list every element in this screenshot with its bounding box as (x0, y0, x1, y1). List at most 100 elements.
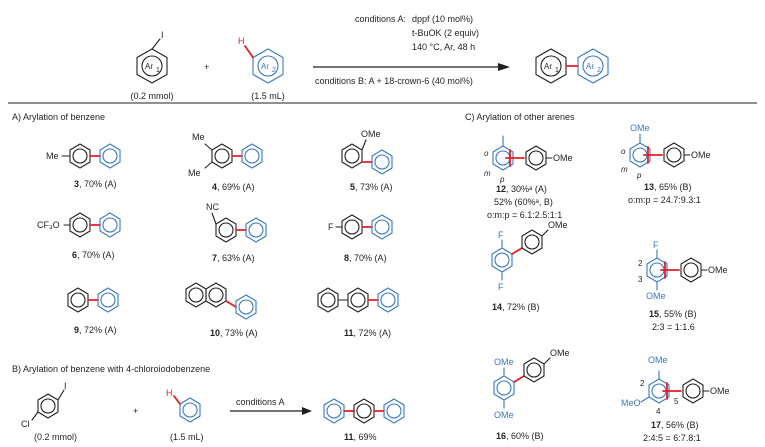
c7-nc: NC (206, 202, 219, 212)
c16-ome3: OMe (550, 348, 570, 358)
c8-yield: , 70% (A) (349, 253, 387, 263)
svg-text:10, 73% (A): 10, 73% (A) (210, 328, 258, 338)
svg-text:4, 69% (A): 4, 69% (A) (212, 182, 255, 192)
cond-b: conditions B: A + 18-crown-6 (40 mol%) (315, 76, 473, 86)
product-ar1: Ar (544, 62, 552, 71)
c11-num: 11 (344, 328, 354, 338)
c6-num: 6 (72, 250, 77, 260)
svg-text:15, 55% (B): 15, 55% (B) (649, 309, 697, 319)
svg-text:17, 56% (B): 17, 56% (B) (651, 420, 699, 430)
cond-a-line3: 140 °C, Ar, 48 h (412, 42, 475, 52)
c16-num: 16 (496, 431, 506, 441)
c15-f: F (653, 240, 659, 250)
c10-num: 10 (210, 328, 220, 338)
product-ar2: Ar (586, 62, 594, 71)
c9-yield: , 72% (A) (79, 325, 117, 335)
c13-l2: o:m:p = 24.7:9.3:1 (628, 195, 701, 205)
iodo-label: I (161, 30, 164, 40)
ar2-sub: 2 (272, 67, 276, 74)
c3-num: 3 (74, 179, 79, 189)
compound-5: OMe 5, 73% (A) (341, 129, 393, 192)
c12-p: p (499, 175, 505, 184)
c4-me1: Me (192, 132, 205, 142)
c14-f2: F (498, 282, 504, 292)
header-product: Ar 1 Ar 2 (535, 48, 609, 84)
ar2-label: Ar (261, 62, 269, 71)
c16-ome2: OMe (494, 410, 514, 420)
svg-text:5, 73% (A): 5, 73% (A) (350, 182, 393, 192)
c15-2: 2 (638, 259, 643, 268)
header-reagent-aryl-iodide: I Ar 1 (0.2 mmol) (130, 30, 173, 101)
c12-num: 12 (496, 184, 506, 194)
c8-num: 8 (344, 253, 349, 263)
compound-12: o m p OMe 12, 30%ᵃ (A) 52% (60%ᵃ, B) o:m… (484, 135, 573, 220)
c13-ome: OMe (630, 123, 650, 133)
c13-m: m (621, 165, 628, 174)
section-b-arrow: conditions A (230, 397, 312, 415)
c15-ome: OMe (646, 291, 666, 301)
compound-9: 9, 72% (A) (67, 287, 119, 335)
svg-text:7, 63% (A): 7, 63% (A) (212, 253, 255, 263)
c5-ome: OMe (361, 129, 381, 139)
c13-o: o (621, 147, 626, 156)
b-product-num: 11 (344, 432, 354, 442)
compound-14: F F OMe 14, 72% (B) (491, 220, 568, 312)
compound-6: CF₃O 6, 70% (A) (37, 212, 121, 260)
svg-text:14, 72% (B): 14, 72% (B) (492, 302, 540, 312)
c6-ocf3: CF₃O (37, 220, 60, 230)
c11-yield: , 72% (A) (354, 328, 392, 338)
c7-yield: , 63% (A) (217, 253, 255, 263)
compound-13: OMe o m p OMe 13, 65% (B) o:m:p = 24.7:9… (621, 123, 711, 205)
c15-ome2: OMe (708, 265, 728, 275)
plus-sign: + (204, 62, 209, 72)
c17-5: 5 (674, 397, 679, 406)
svg-text:8, 70% (A): 8, 70% (A) (344, 253, 387, 263)
c17-4: 4 (656, 407, 661, 416)
c4-num: 4 (212, 182, 217, 192)
section-b-reagent: I Cl (0.2 mmol) (21, 381, 77, 442)
product-ar2-sub: 2 (597, 67, 601, 74)
h-label: H (238, 36, 245, 46)
c13-l1: , 65% (B) (654, 182, 692, 192)
b-cl: Cl (21, 419, 30, 429)
compound-16: OMe OMe OMe 16, 60% (B) (493, 348, 570, 441)
svg-text:3, 70% (A): 3, 70% (A) (74, 179, 117, 189)
c17-ome2: OMe (710, 386, 730, 396)
c15-l1: , 55% (B) (659, 309, 697, 319)
cond-a-title: conditions A: (355, 14, 406, 24)
b-iodo: I (64, 381, 67, 391)
c12-l1: , 30%ᵃ (A) (506, 184, 547, 194)
c17-l2: 2:4:5 = 6:7.8:1 (643, 433, 701, 443)
c5-num: 5 (350, 182, 355, 192)
c4-yield: , 69% (A) (217, 182, 255, 192)
c16-ome1: OMe (494, 357, 514, 367)
c14-f1: F (498, 230, 504, 240)
c12-ome: OMe (553, 153, 573, 163)
c4-me2: Me (188, 168, 201, 178)
c13-p: p (636, 171, 642, 180)
compound-11: 11, 72% (A) (317, 287, 399, 338)
cond-a-line2: t-BuOK (2 equiv) (412, 28, 479, 38)
conditions-block: conditions A: dppf (10 mol%) t-BuOK (2 e… (313, 14, 510, 86)
b-conditions: conditions A (236, 397, 285, 407)
c8-f: F (328, 222, 334, 232)
c16-l1: , 60% (B) (506, 431, 544, 441)
product-ar1-sub: 1 (555, 67, 559, 74)
section-b-title: B) Arylation of benzene with 4-chloroiod… (12, 364, 210, 374)
svg-text:16, 60% (B): 16, 60% (B) (496, 431, 544, 441)
b-plus: + (133, 406, 138, 416)
c7-num: 7 (212, 253, 217, 263)
c14-num: 14 (492, 302, 502, 312)
c17-ome: OMe (648, 355, 668, 365)
c9-num: 9 (74, 325, 79, 335)
c15-l2: 2:3 = 1:1.6 (652, 322, 695, 332)
reagent2-amount: (1.5 mL) (251, 91, 285, 101)
c13-num: 13 (644, 182, 654, 192)
c6-yield: , 70% (A) (77, 250, 115, 260)
c14-ome: OMe (548, 220, 568, 230)
compound-7: NC 7, 63% (A) (206, 202, 267, 263)
svg-text:13, 65% (B): 13, 65% (B) (644, 182, 692, 192)
section-c-title: C) Arylation of other arenes (465, 112, 575, 122)
c17-meo: MeO (621, 398, 641, 408)
